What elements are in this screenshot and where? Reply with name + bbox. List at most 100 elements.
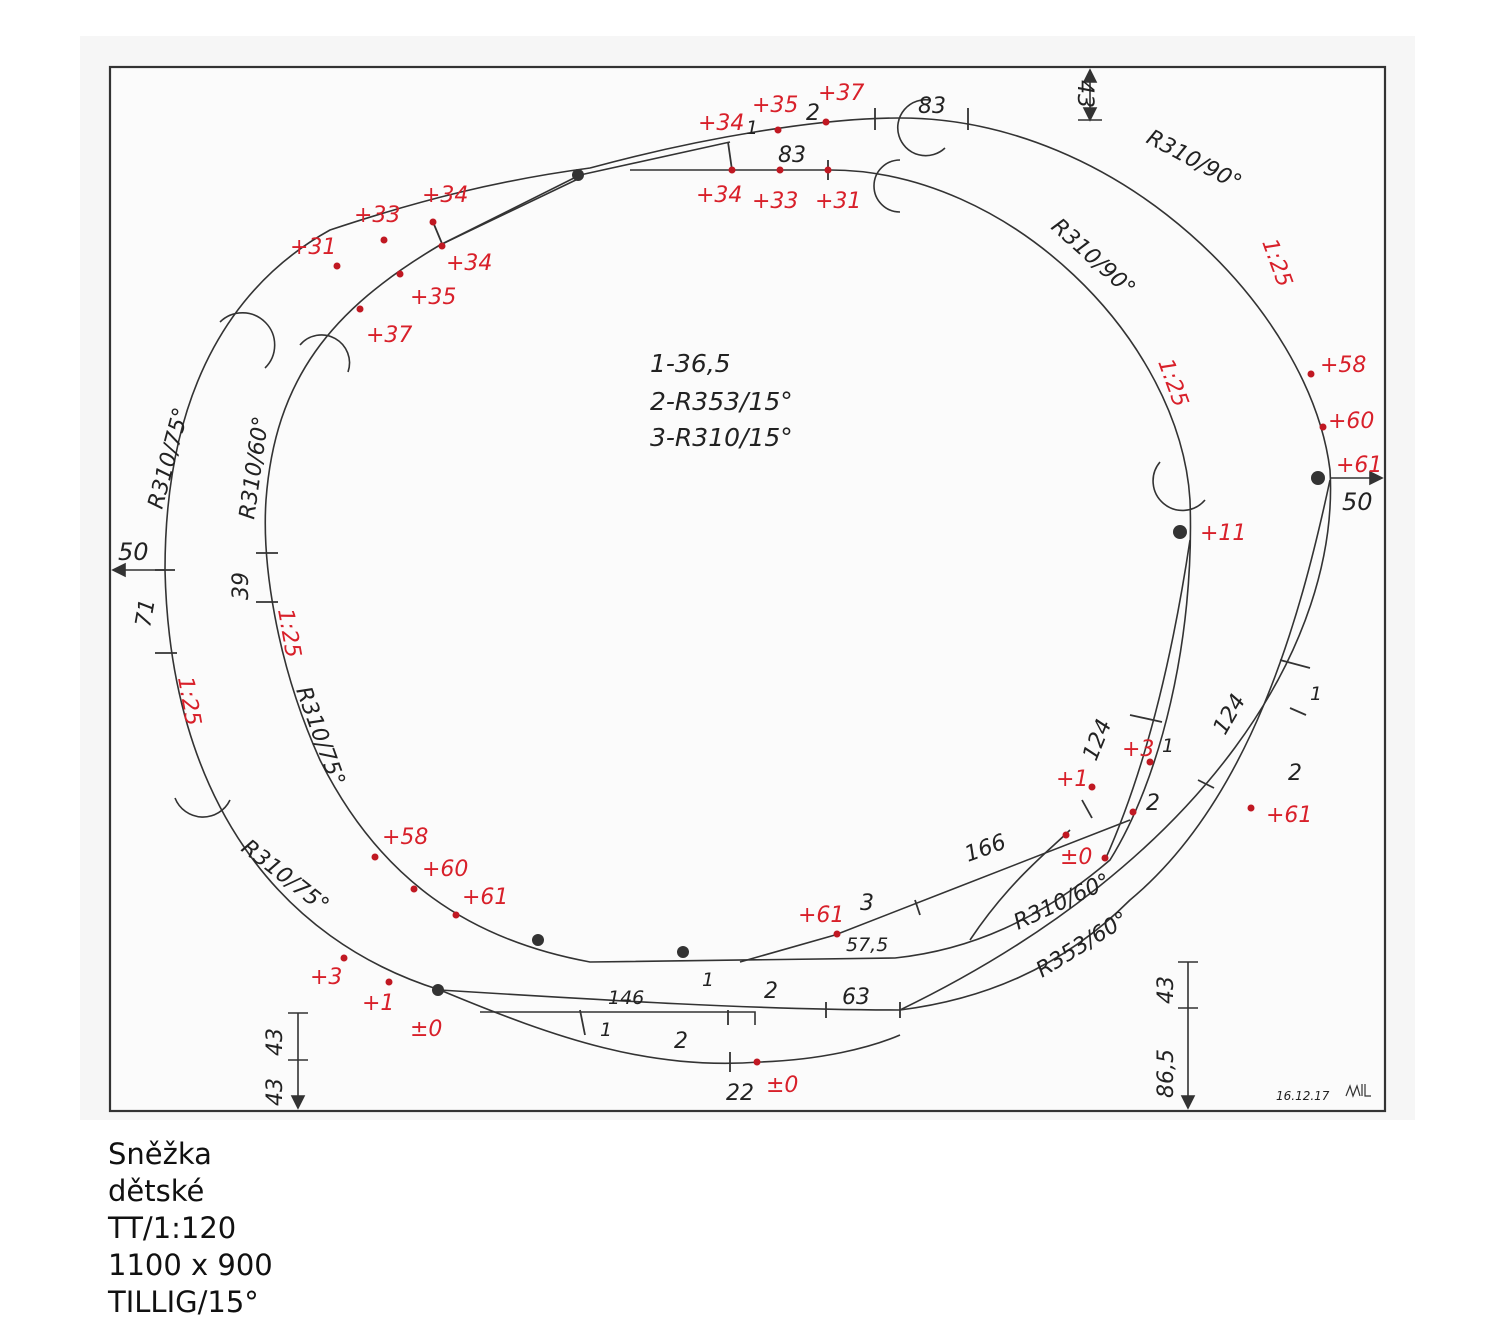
height-label: +58 (1320, 353, 1366, 378)
arrowhead (1082, 107, 1098, 122)
legend-line-1: 1-36,5 (650, 349, 731, 378)
dimension-arrows (111, 68, 1384, 1110)
joint-tick (1081, 799, 1093, 819)
joint-tick (727, 141, 733, 171)
caption-scale: TT/1:120 (108, 1211, 237, 1245)
dim-bottom-right-a: 43 (1154, 976, 1179, 1004)
height-label: +3 (1122, 737, 1154, 762)
contact-symbol (677, 946, 689, 958)
arrowhead (1180, 1095, 1196, 1110)
diagonal-track-right-a (1104, 539, 1191, 861)
height-point (1062, 831, 1070, 839)
arrowhead (111, 562, 126, 578)
contact-symbol (432, 984, 444, 996)
joint-tick (914, 899, 921, 916)
height-label: +1 (362, 991, 394, 1016)
marker-arc-top-outer (896, 98, 946, 157)
track-contacts (432, 169, 1325, 996)
dim-bottom-146: 146 (608, 987, 644, 1009)
diagonal-track-spur (969, 829, 1071, 941)
signature-scribble (1345, 1084, 1371, 1098)
joint-tick (1289, 707, 1307, 716)
piece-number-3: 3 (860, 891, 874, 916)
dim-bottom-left-b: 43 (263, 1078, 288, 1106)
dim-bottom-right-b: 86,5 (1154, 1049, 1179, 1098)
dim-bottom-63: 63 (842, 985, 870, 1010)
contact-symbol (1173, 525, 1187, 539)
contact-symbol (532, 934, 544, 946)
height-point (333, 262, 341, 270)
joint-tick (432, 221, 444, 247)
height-label: +61 (798, 903, 844, 928)
caption-name: Sněžka (108, 1137, 212, 1171)
height-point (429, 218, 437, 226)
height-point (438, 242, 446, 250)
joint-tick (1129, 714, 1163, 723)
marker-arc-top-inner (873, 159, 901, 213)
height-label: ±0 (766, 1073, 798, 1098)
height-points (333, 118, 1327, 1066)
height-label: +34 (446, 251, 492, 276)
height-point (452, 911, 460, 919)
height-label: ±0 (410, 1017, 442, 1042)
piece-number-top-2: 2 (806, 101, 820, 126)
joint-tick (579, 1009, 586, 1036)
height-label: +31 (290, 235, 336, 260)
piece-number-right-b-1: 1 (1310, 683, 1322, 705)
height-point (1146, 758, 1154, 766)
caption-type: dětské (108, 1174, 205, 1208)
height-point (728, 166, 736, 174)
dim-top-margin: 43 (1072, 80, 1097, 108)
height-label: +3 (310, 965, 342, 990)
height-label: +60 (422, 857, 468, 882)
board-outline (108, 65, 1387, 1113)
height-label: +11 (1200, 521, 1246, 546)
legend-line-3: 3-R310/15° (650, 423, 793, 452)
arrowhead (290, 1095, 306, 1110)
dim-bottom-57: 57,5 (846, 934, 888, 956)
dim-top-piece-outer: 83 (918, 94, 946, 119)
height-point (824, 166, 832, 174)
contact-symbol (572, 169, 584, 181)
height-point (776, 166, 784, 174)
height-label: +34 (696, 183, 742, 208)
height-point (371, 853, 379, 861)
height-point (1088, 783, 1096, 791)
marker-arc-left-inner (299, 334, 351, 373)
height-label: +58 (382, 825, 428, 850)
piece-number-bottom-b-2: 2 (764, 979, 778, 1004)
dim-left-piece-outer: 71 (131, 597, 160, 629)
height-label: +33 (354, 203, 400, 228)
height-point (396, 270, 404, 278)
branch-track-left (439, 177, 581, 246)
height-label: +37 (366, 323, 412, 348)
marker-arc-bottom-left (174, 797, 231, 818)
diagonal-track-right-b (899, 479, 1331, 1011)
legend-line-2: 2-R353/15° (650, 387, 793, 416)
rail-joint-ticks (155, 108, 1311, 1072)
height-label: +35 (410, 285, 456, 310)
caption-size: 1100 x 900 (108, 1248, 273, 1282)
height-label: +31 (815, 189, 861, 214)
piece-number-bottom-b-1: 1 (702, 969, 714, 991)
height-label: +60 (1328, 409, 1374, 434)
height-label: +34 (698, 111, 744, 136)
height-point (340, 954, 348, 962)
piece-number-top-1: 1 (746, 117, 758, 139)
radius-markers (174, 98, 1206, 818)
marker-arc-left-outer (219, 312, 276, 369)
height-point (1307, 370, 1315, 378)
marker-arc-right (1152, 461, 1206, 512)
height-label: +33 (752, 189, 798, 214)
outer-loop-track (164, 117, 1332, 1011)
branch-track-top (579, 141, 731, 176)
date-signature: 16.12.17 (1276, 1089, 1330, 1103)
inner-loop-track (264, 169, 1192, 963)
height-label: +1 (1056, 767, 1088, 792)
height-point (1129, 808, 1137, 816)
height-point (774, 126, 782, 134)
dim-left-margin: 50 (118, 538, 149, 566)
contact-symbol (1311, 471, 1325, 485)
height-label: ±0 (1060, 845, 1092, 870)
dim-top-piece-inner: 83 (778, 143, 806, 168)
